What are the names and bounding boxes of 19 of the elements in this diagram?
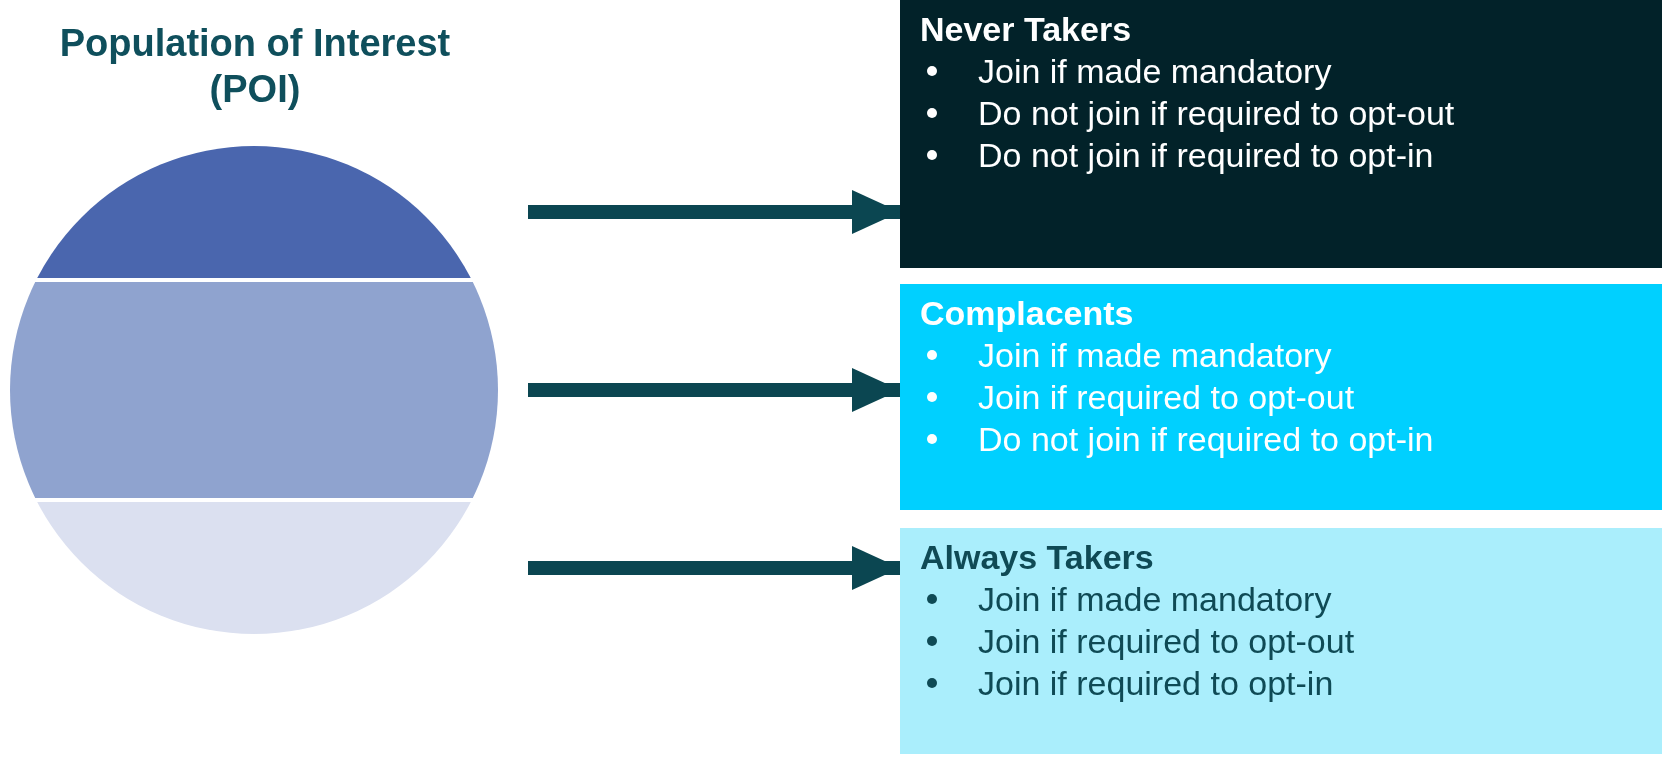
bullet-item: Do not join if required to opt-in <box>978 419 1434 460</box>
category-box <box>900 284 1662 510</box>
bullet-item: Join if required to opt-in <box>978 663 1334 704</box>
bullet-item: Join if required to opt-out <box>978 377 1355 418</box>
category-heading: Always Takers <box>920 537 1154 578</box>
bullet-item: Join if made mandatory <box>978 335 1332 376</box>
bullet-item: Do not join if required to opt-out <box>978 93 1455 134</box>
arrow <box>528 190 900 234</box>
category-heading: Never Takers <box>920 9 1132 50</box>
arrow <box>528 368 900 412</box>
category-heading: Complacents <box>920 293 1134 334</box>
category-box <box>900 0 1662 268</box>
bullet-item: Join if made mandatory <box>978 579 1332 620</box>
arrow <box>528 546 900 590</box>
bullet-item: Join if made mandatory <box>978 51 1332 92</box>
circle-title: Population of Interest (POI) <box>58 21 452 112</box>
category-box <box>900 528 1662 754</box>
bullet-item: Do not join if required to opt-in <box>978 135 1434 176</box>
bullet-item: Join if required to opt-out <box>978 621 1355 662</box>
